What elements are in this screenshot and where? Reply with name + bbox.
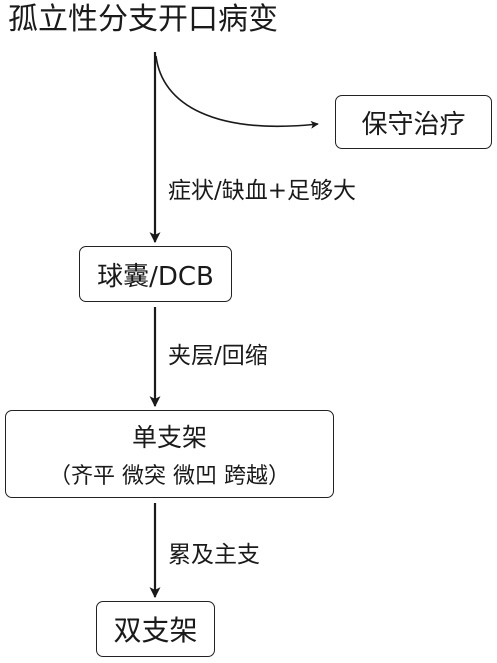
arrow-to-conservative: [155, 55, 319, 129]
edge-label-to-balloon: 症状/缺血+足够大: [168, 178, 357, 204]
node-balloon-dcb: 球囊/DCB: [79, 246, 232, 302]
node-double-stent: 双支架: [96, 601, 215, 657]
edge-label-to-double-stent: 累及主支: [168, 542, 260, 568]
diagram-title: 孤立性分支开口病变: [8, 2, 278, 37]
node-single-stent-label: 单支架: [131, 423, 207, 452]
node-balloon-dcb-label: 球囊/DCB: [97, 261, 214, 292]
node-double-stent-label: 双支架: [113, 614, 198, 647]
node-conservative-treatment-label: 保守治疗: [361, 109, 466, 140]
node-conservative-treatment: 保守治疗: [335, 95, 492, 149]
node-single-stent-sublabel: （齐平 微突 微凹 跨越）: [49, 464, 290, 489]
node-single-stent: 单支架 （齐平 微突 微凹 跨越）: [5, 410, 334, 498]
edge-label-to-single-stent: 夹层/回缩: [168, 343, 268, 369]
